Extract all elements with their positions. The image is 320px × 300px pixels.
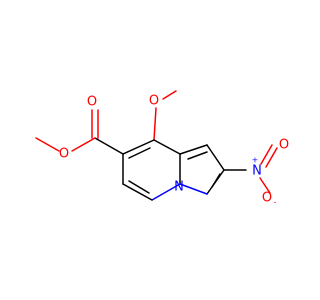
nitro-lower-oxygen-charge: - xyxy=(274,198,277,207)
nitro-lower-oxygen-bond xyxy=(259,177,271,194)
molecule-structure: O O O N N O O + - xyxy=(0,0,300,300)
five-ring-double-bond-b xyxy=(211,173,221,188)
nitro-lower-oxygen-label: O xyxy=(262,191,272,206)
five-ring-bond-c1-c8a xyxy=(179,144,208,155)
ester-carbon-oxygen-bond xyxy=(71,137,96,152)
ring-double-bond-inner-b xyxy=(128,180,150,194)
ester-ether-oxygen-label: O xyxy=(59,147,69,162)
ester-carbonyl-oxygen-label: O xyxy=(87,95,97,110)
ring-double-bond-inner-a xyxy=(128,147,151,159)
methoxy-oxygen-label: O xyxy=(149,94,159,109)
ring-bond-n-c5 xyxy=(151,183,181,201)
ester-methyl-bond xyxy=(35,137,60,152)
five-ring-double-bond-a xyxy=(187,151,208,160)
canvas-background xyxy=(0,0,300,300)
nitro-upper-oxygen-bond-b xyxy=(265,147,278,168)
methoxy-methyl-bond xyxy=(162,90,177,100)
nitro-upper-oxygen-label: O xyxy=(279,138,289,153)
nitro-upper-oxygen-bond-a xyxy=(260,144,273,165)
nitro-nitrogen-charge: + xyxy=(252,156,259,165)
five-ring-bond-c3-n xyxy=(179,183,208,195)
methoxy-oxygen-ring-bond xyxy=(153,107,157,141)
ring-bond-c8-c8a xyxy=(153,139,181,155)
ring-bond-c7-c8 xyxy=(122,139,155,155)
ring-bond-c5-c6 xyxy=(122,183,153,201)
ester-carbon-ring-bond xyxy=(94,137,124,155)
ring-nitrogen-label: N xyxy=(174,180,184,195)
nitro-nitrogen-label: N xyxy=(252,164,262,179)
five-ring-bond-c1-c2 xyxy=(206,144,225,171)
